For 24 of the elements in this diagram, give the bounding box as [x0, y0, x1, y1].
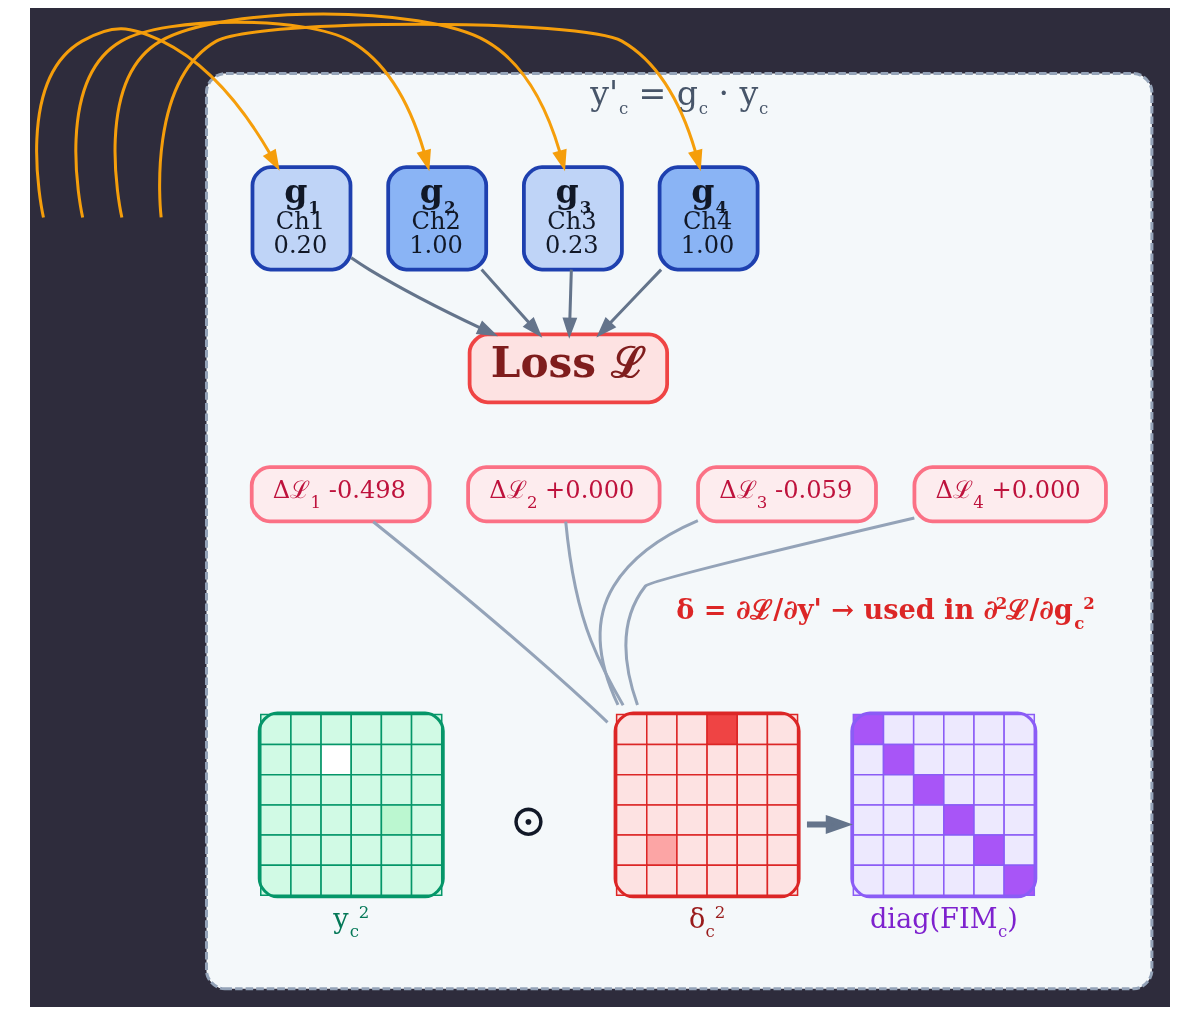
node-box: Δℒ$_{4}$ +0.000 [912, 465, 1108, 524]
arrow [34, 27, 280, 218]
node-box: Δℒ$_{2}$ +0.000 [465, 465, 661, 524]
arrow [349, 256, 498, 337]
node-box: g$_{4}$ Ch4 1.00 [657, 165, 759, 272]
node-box: g$_{1}$ Ch1 0.20 [250, 165, 352, 272]
connector [624, 516, 915, 706]
connector [598, 519, 698, 706]
node-box: Δℒ$_{1}$ -0.498 [249, 465, 432, 524]
node-box: g$_{3}$ Ch3 0.23 [521, 165, 624, 272]
arrow [73, 20, 431, 218]
label: ⊙ [509, 793, 547, 847]
connector [371, 520, 609, 724]
arrow [113, 12, 567, 218]
arrow [479, 268, 542, 338]
node-box: Loss ℒ [467, 332, 669, 405]
arrow [562, 269, 577, 339]
arrow [595, 268, 662, 338]
arrow [157, 22, 702, 218]
node-box: g$_{2}$ Ch2 1.00 [385, 165, 488, 272]
connector [563, 521, 624, 706]
node-label: diag(FIM$_{c}$) [869, 902, 1018, 942]
arrow [806, 814, 853, 834]
node-box: Δℒ$_{3}$ -0.059 [695, 465, 878, 524]
